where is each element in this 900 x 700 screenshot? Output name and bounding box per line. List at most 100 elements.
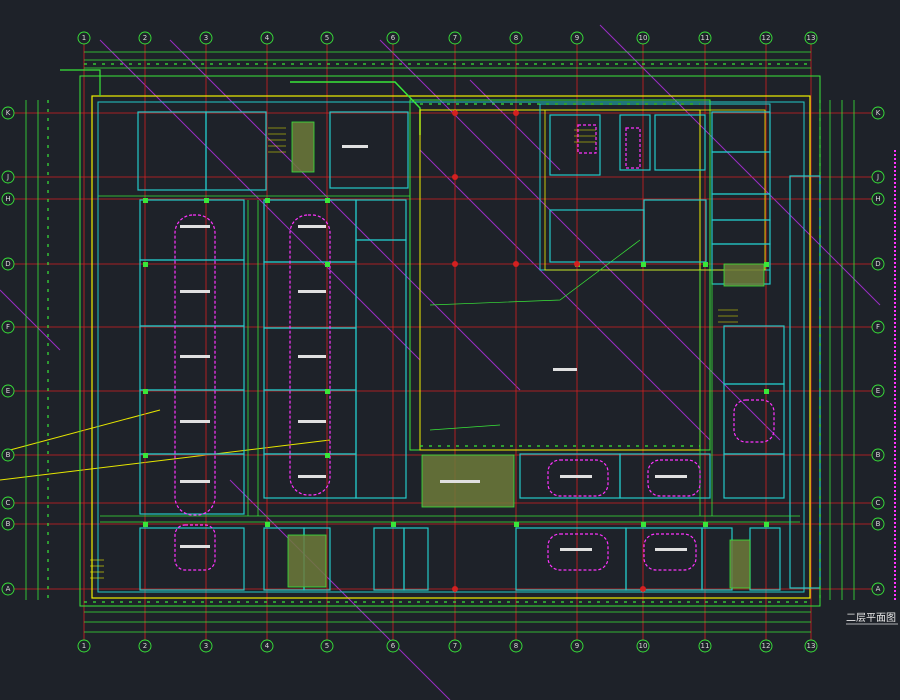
- grid-column-top-11-label: 11: [701, 34, 710, 42]
- grid-column-top-7-circle: [448, 31, 462, 45]
- grid-row-left-2-label: H: [5, 195, 10, 203]
- grid-column-top-13-circle: [804, 31, 818, 45]
- grid-column-top-9-circle: [570, 31, 584, 45]
- grid-column-top-3-circle: [199, 31, 213, 45]
- grid-column-top-6-label: 6: [391, 34, 396, 42]
- grid-row-left-8-label: B: [6, 520, 11, 528]
- left-wing-rooms: [137, 111, 429, 591]
- yellow-leader-lines: [0, 409, 331, 481]
- grid-row-left-1-label: J: [6, 173, 9, 181]
- drawing-title: 二层平面图 1:50: [846, 612, 900, 624]
- grid-row-left-5-label: E: [6, 387, 10, 395]
- grid-column-bottom-2-circle: [138, 639, 152, 653]
- right-wing-rooms: [515, 111, 821, 591]
- grid-column-bottom-4-label: 4: [265, 642, 270, 650]
- grid-row-left-8-circle: [1, 517, 15, 531]
- grid-column-bottom-8-circle: [509, 639, 523, 653]
- grid-column-top-7-label: 7: [453, 34, 457, 42]
- grid-column-top-5-label: 5: [325, 34, 329, 42]
- grid-column-bottom-12-circle: [759, 639, 773, 653]
- grid-column-bottom-4-circle: [260, 639, 274, 653]
- grid-row-right-1-circle: [871, 170, 885, 184]
- column-markers-red: [452, 110, 646, 592]
- grid-column-bottom-11-circle: [698, 639, 712, 653]
- grid-column-bottom-2-label: 2: [143, 642, 147, 650]
- grid-column-top-8-label: 8: [514, 34, 518, 42]
- grid-column-bottom-7-circle: [448, 639, 462, 653]
- grid-column-bottom-13-label: 13: [807, 642, 816, 650]
- grid-row-right-0-circle: [871, 106, 885, 120]
- grid-column-bottom-10-label: 10: [639, 642, 648, 650]
- grid-row-right-5-circle: [871, 384, 885, 398]
- grid-row-right-2-label: H: [875, 195, 880, 203]
- perimeter-ticks: [47, 63, 821, 603]
- grid-column-top-6-circle: [386, 31, 400, 45]
- grid-row-right-9-circle: [871, 582, 885, 596]
- grid-column-top-9-label: 9: [575, 34, 579, 42]
- grid-row-left-7-circle: [1, 496, 15, 510]
- grid-column-bottom-9-circle: [570, 639, 584, 653]
- grid-column-bottom-1-label: 1: [82, 642, 86, 650]
- grid-row-left-5-circle: [1, 384, 15, 398]
- grid-row-right-1-label: J: [876, 173, 879, 181]
- grid-column-top-13-label: 13: [807, 34, 816, 42]
- grid-column-bottom-5-label: 5: [325, 642, 329, 650]
- grid-row-right-3-label: D: [875, 260, 880, 268]
- grid-row-right-8-label: B: [876, 520, 881, 528]
- grid-row-right-6-label: B: [876, 451, 881, 459]
- grid-row-left-3-label: D: [5, 260, 10, 268]
- grid-column-top-12-circle: [759, 31, 773, 45]
- grid-row-left-4-label: F: [6, 323, 10, 331]
- columns: [143, 198, 769, 527]
- grid-column-bottom-9-label: 9: [575, 642, 579, 650]
- zone-outlines: [174, 124, 775, 571]
- grid-column-top-11-circle: [698, 31, 712, 45]
- grid-row-left-2-circle: [1, 192, 15, 206]
- grid-row-right-9-label: A: [876, 585, 881, 593]
- grid-column-bottom-7-label: 7: [453, 642, 457, 650]
- grid-column-top-8-circle: [509, 31, 523, 45]
- grid-row-right-5-label: E: [876, 387, 880, 395]
- grid-column-top-4-circle: [260, 31, 274, 45]
- grid-row-right-8-circle: [871, 517, 885, 531]
- room-labels: [180, 145, 687, 551]
- grid-column-bottom-1-circle: [77, 639, 91, 653]
- grid-column-bottom-8-label: 8: [514, 642, 518, 650]
- corridors: [98, 195, 800, 523]
- grid-column-top-2-label: 2: [143, 34, 147, 42]
- grid-column-top-5-circle: [320, 31, 334, 45]
- grid-column-bottom-3-circle: [199, 639, 213, 653]
- grid-row-left-0-label: K: [6, 109, 11, 117]
- grid-row-left-0-circle: [1, 106, 15, 120]
- grid-column-bottom-10-circle: [636, 639, 650, 653]
- grid-row-left-1-circle: [1, 170, 15, 184]
- grid-column-top-2-circle: [138, 31, 152, 45]
- grid-row-right-7-label: C: [876, 499, 881, 507]
- grid-column-top-12-label: 12: [762, 34, 771, 42]
- grid-row-right-7-circle: [871, 496, 885, 510]
- grid-column-bottom-13-circle: [804, 639, 818, 653]
- grid-column-bottom-6-circle: [386, 639, 400, 653]
- grid-row-right-4-circle: [871, 320, 885, 334]
- grid-row-left-4-circle: [1, 320, 15, 334]
- grid-row-left-7-label: C: [6, 499, 11, 507]
- grid-column-bottom-3-label: 3: [204, 642, 208, 650]
- grid-column-bottom-12-label: 12: [762, 642, 771, 650]
- grid-row-left-9-circle: [1, 582, 15, 596]
- grid-row-right-2-circle: [871, 192, 885, 206]
- grid-row-left-3-circle: [1, 257, 15, 271]
- title-block: 二层平面图 1:50: [846, 612, 900, 625]
- grid-row-right-0-label: K: [876, 109, 881, 117]
- grid-column-top-3-label: 3: [204, 34, 208, 42]
- grid-column-bottom-5-circle: [320, 639, 334, 653]
- grid-row-left-9-label: A: [6, 585, 11, 593]
- grid-row-left-6-circle: [1, 448, 15, 462]
- grid-column-top-1-circle: [77, 31, 91, 45]
- grid-column-top-10-label: 10: [639, 34, 648, 42]
- grid-row-right-6-circle: [871, 448, 885, 462]
- grid-row-right-3-circle: [871, 257, 885, 271]
- diagonal-lines: [0, 24, 881, 700]
